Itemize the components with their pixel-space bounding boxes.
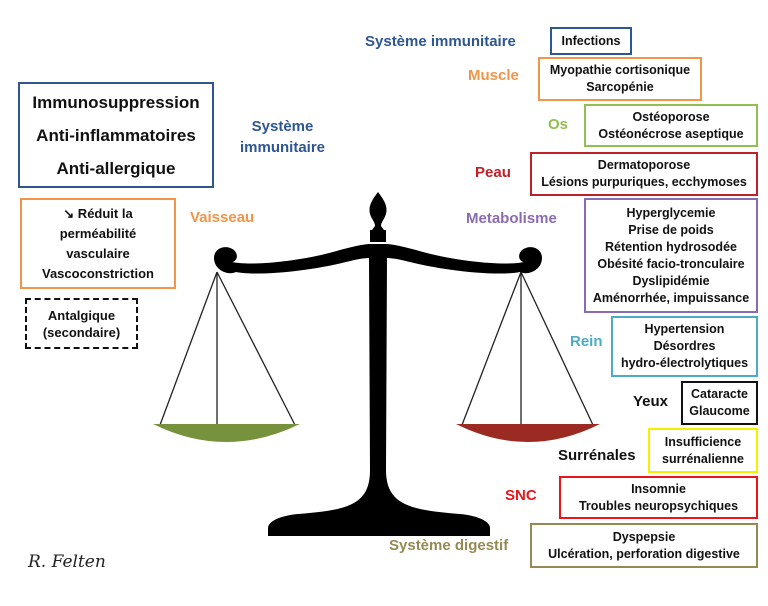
- box-line: Vascoconstriction: [42, 265, 154, 281]
- box-line: perméabilité: [59, 225, 137, 241]
- organ-label: Yeux: [633, 393, 669, 410]
- side-effect-item: Insomnie: [631, 481, 686, 496]
- effect-anti-allergic: Anti-allergique: [56, 158, 176, 178]
- side-effect-item: Hypertension: [644, 322, 725, 336]
- side-effect-item: Glaucome: [689, 404, 750, 418]
- organ-label: Système digestif: [389, 537, 509, 554]
- effects-main-box: Immunosuppression Anti-inflammatoires An…: [18, 82, 214, 188]
- label-line: immunitaire: [240, 139, 326, 156]
- analgesic-box: Antalgique (secondaire): [25, 298, 138, 349]
- right-pan: [456, 271, 600, 442]
- effect-immunosuppression: Immunosuppression: [32, 92, 200, 112]
- organ-label: Metabolisme: [466, 210, 557, 227]
- side-effect-item: surrénalienne: [662, 451, 744, 466]
- immune-system-left-label: Système immunitaire: [240, 116, 325, 158]
- organ-label: SNC: [505, 487, 537, 504]
- side-effect-item: Rétention hydrosodée: [605, 239, 737, 254]
- side-effect-item: Ulcération, perforation digestive: [548, 546, 740, 561]
- side-effect-item: Insufficience: [664, 434, 742, 449]
- vessel-label: Vaisseau: [190, 209, 255, 226]
- side-effect-item: Aménorrhée, impuissance: [592, 290, 750, 305]
- organ-label: Os: [548, 116, 569, 133]
- side-effect-item: Obésité facio-tronculaire: [597, 256, 745, 271]
- left-pan: [153, 271, 300, 442]
- organ-label: Peau: [475, 164, 511, 181]
- side-effect-item: Myopathie cortisonique: [549, 63, 691, 77]
- box-line: (secondaire): [42, 324, 121, 340]
- side-effect-item: Cataracte: [691, 387, 748, 401]
- side-effect-item: Sarcopénie: [586, 80, 654, 94]
- box-line: ↘ Réduit la: [63, 205, 133, 221]
- side-effect-box: Insufficience surrénalienne: [648, 428, 758, 473]
- organ-label: Surrénales: [558, 447, 636, 464]
- side-effect-item: Dyslipidémie: [632, 273, 710, 288]
- organ-label: Rein: [570, 333, 603, 350]
- label-line: Système: [251, 118, 314, 135]
- side-effect-item: Dermatoporose: [597, 158, 691, 172]
- side-effect-item: Lésions purpuriques, ecchymoses: [541, 175, 747, 189]
- side-effect-item: Ostéoporose: [632, 109, 710, 124]
- scale-body: [214, 192, 542, 536]
- organ-label: Muscle: [468, 67, 519, 84]
- side-effect-item: Troubles neuropsychiques: [578, 498, 739, 513]
- side-effect-item: Infections: [561, 33, 621, 48]
- side-effect-item: Dyspepsie: [612, 529, 676, 544]
- vessel-effects-box: ↘ Réduit la perméabilité vasculaire Vasc…: [20, 198, 176, 289]
- box-line: vasculaire: [66, 245, 130, 261]
- author-signature: R. Felten: [28, 552, 106, 572]
- side-effect-item: hydro-électrolytiques: [620, 356, 749, 370]
- organ-label: Système immunitaire: [365, 33, 516, 50]
- effect-anti-inflammatory: Anti-inflammatoires: [36, 125, 196, 145]
- side-effect-item: Ostéonécrose aseptique: [598, 126, 744, 141]
- side-effect-item: Hyperglycemie: [626, 205, 716, 220]
- side-effect-item: Désordres: [653, 339, 716, 353]
- side-effect-box: Infections: [550, 27, 632, 55]
- box-line: Antalgique: [47, 307, 116, 323]
- side-effect-item: Prise de poids: [628, 222, 714, 237]
